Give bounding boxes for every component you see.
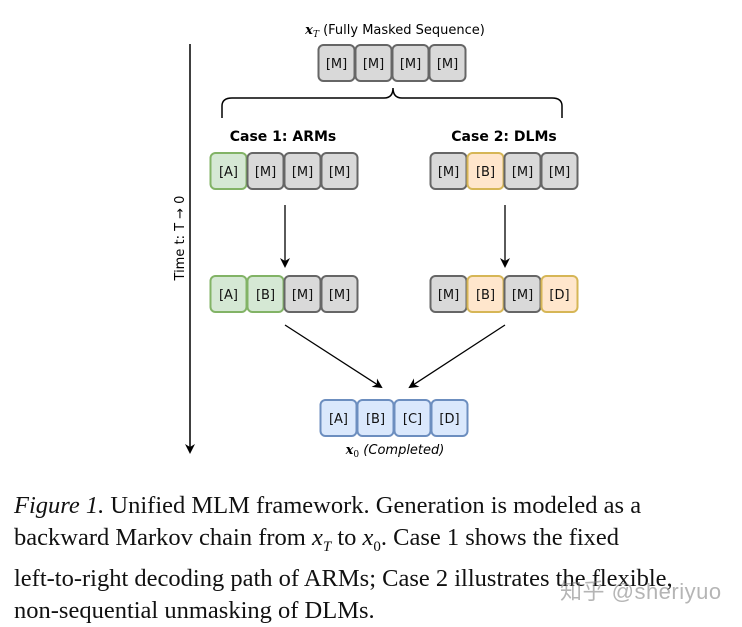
token-label: [C]: [403, 412, 422, 427]
token-label: [B]: [476, 288, 495, 303]
token-box-mask: [320, 275, 359, 313]
token-label: [M]: [437, 57, 458, 72]
token-label: [M]: [438, 288, 459, 303]
token-label: [B]: [256, 288, 275, 303]
bottom-sequence-label: x0 (Completed): [345, 443, 445, 460]
token-label: [M]: [438, 165, 459, 180]
caption-line-4: non-sequential unmasking of DLMs.: [14, 596, 375, 624]
token-label: [M]: [512, 165, 533, 180]
token-label: [D]: [439, 412, 459, 427]
case2-step1-sequence: [M] [B] [M] [M]: [429, 152, 579, 190]
caption-line-3: left-to-right decoding path of ARMs; Cas…: [14, 564, 673, 592]
case1-step2-sequence: [A] [B] [M] [M]: [209, 275, 359, 313]
caption-text: . Case 1 shows the fixed: [380, 524, 620, 551]
token-box-mask: [428, 44, 467, 82]
caption-line-2: backward Markov chain from xT to x0. Cas…: [14, 522, 734, 563]
math-x0: x0: [362, 524, 381, 555]
token-label: [A]: [219, 288, 238, 303]
token-label: [M]: [292, 288, 313, 303]
token-label: [M]: [255, 165, 276, 180]
token-label: [B]: [366, 412, 385, 427]
token-label: [M]: [329, 165, 350, 180]
token-box-orange: [540, 275, 579, 313]
token-box-blue: [430, 399, 469, 437]
case2-to-final-arrow: [408, 324, 506, 389]
token-label: [B]: [476, 165, 495, 180]
bottom-sequence: [A] [B] [C] [D]: [319, 399, 469, 437]
figure-caption: Figure 1. Unified MLM framework. Generat…: [14, 490, 734, 627]
token-label: [D]: [549, 288, 569, 303]
caption-text: backward Markov chain from: [14, 524, 312, 551]
split-brace: [221, 87, 563, 118]
token-box-mask: [320, 152, 359, 190]
case1-title: Case 1: ARMs: [230, 129, 337, 145]
case2-title: Case 2: DLMs: [451, 129, 556, 145]
caption-text: Unified MLM framework. Generation is mod…: [104, 492, 642, 519]
token-label: [A]: [219, 165, 238, 180]
case1-to-final-arrow: [284, 324, 383, 389]
token-label: [M]: [512, 288, 533, 303]
token-label: [M]: [326, 57, 347, 72]
top-sequence: [M] [M] [M] [M]: [317, 44, 467, 82]
token-label: [M]: [292, 165, 313, 180]
caption-text: to: [331, 524, 363, 551]
case1-step1-sequence: [A] [M] [M] [M]: [209, 152, 359, 190]
mlm-framework-diagram: Time t: T → 0 xT (Fully Masked Sequence)…: [173, 23, 579, 460]
token-label: [M]: [549, 165, 570, 180]
case2-step2-sequence: [M] [B] [M] [D]: [429, 275, 579, 313]
math-xT: xT: [311, 524, 332, 555]
token-box-mask: [540, 152, 579, 190]
time-axis-label: Time t: T → 0: [173, 196, 188, 282]
token-label: [A]: [329, 412, 348, 427]
caption-line-1: Figure 1. Unified MLM framework. Generat…: [14, 490, 734, 522]
watermark: 知乎 @sheriyuo: [560, 579, 722, 604]
token-label: [M]: [363, 57, 384, 72]
token-label: [M]: [400, 57, 421, 72]
figure-number: Figure 1.: [14, 492, 105, 519]
token-label: [M]: [329, 288, 350, 303]
top-sequence-label: xT (Fully Masked Sequence): [304, 23, 485, 40]
